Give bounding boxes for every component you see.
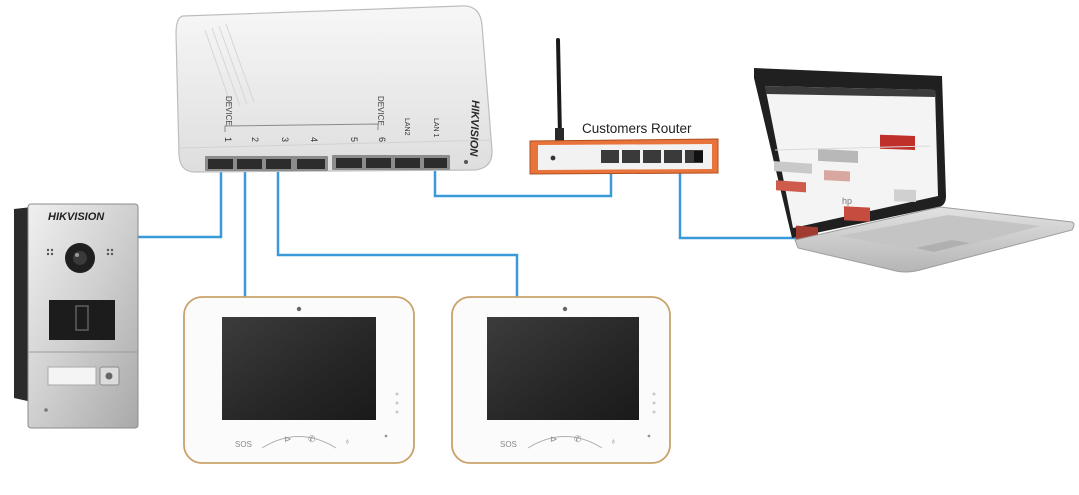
monitor-mic-icon: ♁ [344,436,351,446]
laptop-logo-icon: hp [842,196,852,206]
rj45-port [424,158,447,168]
bell-icon [105,372,113,380]
monitor-mic-icon: ♁ [610,436,617,446]
monitor-unlock-icon: ⊳ [284,434,292,444]
rj45-port [395,158,420,168]
cables [138,162,806,300]
card-icon [75,305,89,331]
monitor-unlock-icon: ⊳ [550,434,558,444]
indoor-monitor-2: SOS ⊳ ✆ ♁ [451,296,671,464]
rj45-port [266,159,291,169]
indoor-monitor-1: SOS ⊳ ✆ ♁ [183,296,415,464]
port-label-5: 5 [349,137,359,142]
door-station: HIKVISION [14,203,139,429]
cable-door-station [138,170,223,239]
rj45-port [622,150,640,163]
rj45-port [664,150,682,163]
monitor-camera-icon [296,306,302,312]
monitor-sos-label: SOS [500,440,517,449]
rj45-port [643,150,661,163]
rj45-port [366,158,391,168]
port-label-2: 2 [250,137,260,142]
switch-group-label: DEVICE [224,96,233,126]
name-plate [47,366,97,386]
port-label-3: 3 [280,137,290,142]
monitor-call-icon: ✆ [574,434,582,444]
rj45-port [297,159,325,169]
status-led [395,401,399,405]
cable-switch-router [433,162,613,198]
port-label-6: 6 [377,137,387,142]
poe-switch: HIKVISION DEVICE DEVICE 1 2 3 4 5 6 LAN2… [175,5,493,173]
cable-monitor-2 [276,171,519,300]
monitor-call-icon: ✆ [308,434,316,444]
monitor-screen [222,317,376,420]
status-led [652,401,656,405]
monitor-sos-label: SOS [235,440,252,449]
status-led [395,392,399,396]
laptop: hp [754,68,1075,273]
switch-brand-text: HIKVISION [467,100,481,158]
router-label: Customers Router [582,121,692,136]
port-label-1: 1 [223,137,233,142]
port-label-lan1: LAN 1 [432,118,439,138]
rj45-port [208,159,233,169]
rj45-port [336,158,362,168]
rj45-port [601,150,619,163]
port-label-4: 4 [309,137,319,142]
cable-router-laptop [678,162,806,240]
antenna [556,38,562,138]
switch-ports [205,155,450,171]
door-station-brand-text: HIKVISION [48,211,105,223]
rj45-port [237,159,262,169]
customers-router: Customers Router [529,38,719,175]
status-led [652,410,656,414]
status-led [652,392,656,396]
status-led [395,410,399,414]
port-label-lan2: LAN2 [403,118,410,136]
monitor-screen [487,317,639,420]
switch-group-label-2: DEVICE [376,96,385,126]
monitor-camera-icon [562,306,568,312]
